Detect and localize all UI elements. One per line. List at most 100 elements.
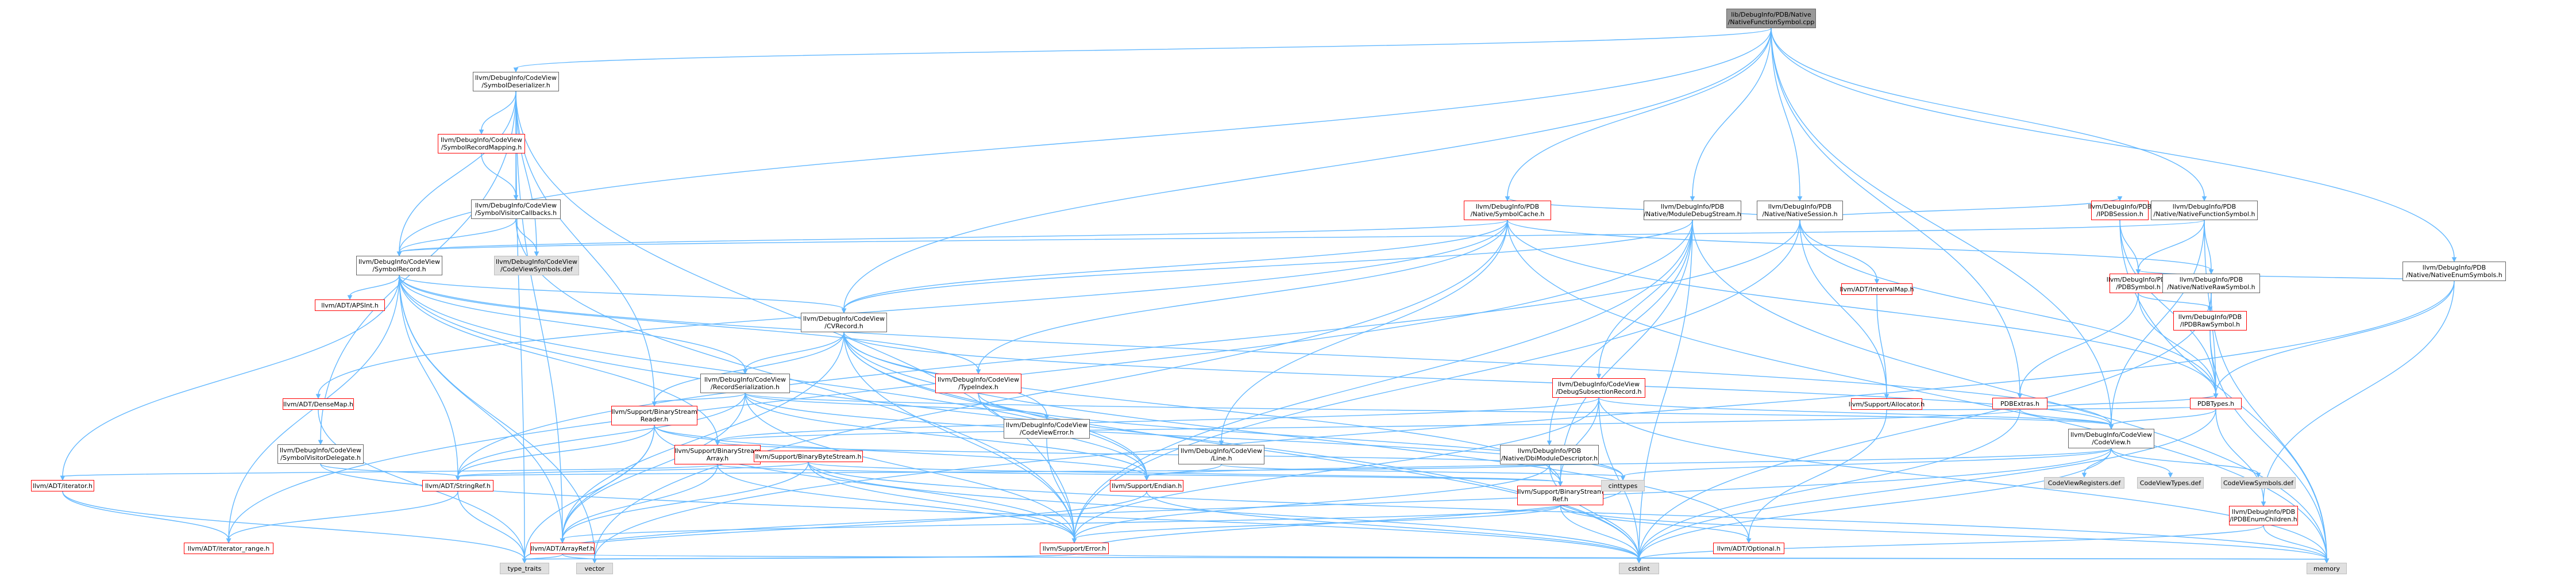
node-llvm-adt-arrayref-h[interactable]: llvm/ADT/ArrayRef.h: [530, 543, 595, 554]
node-label-line: llvm/Support/Error.h: [1042, 544, 1106, 552]
edge-arrowhead: [2201, 196, 2207, 202]
node-llvm-support-binarybytestream-h[interactable]: llvm/Support/BinaryByteStream.h: [754, 451, 863, 462]
node-llvm-adt-optional-h[interactable]: llvm/ADT/Optional.h: [1713, 543, 1784, 554]
edge-allocator-to-optional: [1748, 409, 1887, 540]
edge-root-to-nativefuncsym: [1771, 28, 2205, 198]
edge-cv_symdeser-to-type_traits: [515, 91, 525, 560]
node-llvm-debuginfo-pdb-pdbsymbol-h[interactable]: llvm/DebugInfo/PDB/PDBSymbol.h: [2107, 274, 2170, 293]
node-llvm-debuginfo-codeview-cvrecord-h[interactable]: llvm/DebugInfo/CodeView/CVRecord.h: [801, 313, 887, 332]
node-llvm-adt-iterator-range-h[interactable]: llvm/ADT/iterator_range.h: [184, 543, 273, 554]
edge-arrowhead: [1746, 538, 1752, 544]
node-label-line: llvm/DebugInfo/CodeView: [704, 376, 786, 383]
node-label-line: CodeViewRegisters.def: [2047, 479, 2121, 487]
edge-root-to-symbolcache: [1507, 28, 1772, 198]
node-label-line: llvm/ADT/StringRef.h: [425, 482, 491, 490]
edge-arrowhead: [1620, 475, 1626, 481]
node-llvm-debuginfo-codeview-typeindex-h[interactable]: llvm/DebugInfo/CodeView/TypeIndex.h: [935, 374, 1021, 393]
edge-codeview-to-cvsymbols2: [2111, 448, 2259, 474]
edge-error-to-memory: [1074, 554, 2327, 560]
edge-arrowhead: [1797, 196, 1803, 202]
node-label-line: /SymbolRecordMapping.h: [441, 144, 522, 151]
edge-arrowhead: [1144, 475, 1150, 481]
node-llvm-debuginfo-codeview-recordserialization-h[interactable]: llvm/DebugInfo/CodeView/RecordSerializat…: [700, 374, 790, 393]
node-label-line: /Line.h: [1210, 455, 1232, 462]
node-llvm-debuginfo-pdb-native-nativeenumsymbols-h[interactable]: llvm/DebugInfo/PDB/Native/NativeEnumSymb…: [2403, 262, 2506, 281]
edge-symbolcache-to-nativerawsym: [1507, 220, 2212, 271]
node-llvm-debuginfo-pdb-ipdbrawsymbol-h[interactable]: llvm/DebugInfo/PDB/IPDBRawSymbol.h: [2173, 311, 2247, 331]
edge-pdbsession-to-pdbtypes: [2119, 220, 2216, 395]
node-llvm-debuginfo-codeview-symboldeserializer-h[interactable]: llvm/DebugInfo/CodeView/SymbolDeserializ…: [473, 72, 559, 91]
node-llvm-debuginfo-pdb-ipdbenumchildren-h[interactable]: llvm/DebugInfo/PDB/IPDBEnumChildren.h: [2229, 506, 2298, 525]
node-pdbtypes-h[interactable]: PDBTypes.h: [2190, 398, 2242, 409]
node-llvm-adt-intervalmap-h[interactable]: llvm/ADT/IntervalMap.h: [1840, 283, 1914, 295]
node-llvm-adt-densemap-h[interactable]: llvm/ADT/DenseMap.h: [283, 398, 354, 410]
edge-cv_symdeser-to-cv_symrecord: [399, 91, 516, 253]
node-llvm-debuginfo-pdb-native-nativefunctionsymbol-h[interactable]: llvm/DebugInfo/PDB/Native/NativeFunction…: [2151, 201, 2258, 220]
edge-densemap-to-type_traits: [318, 409, 525, 560]
edge-bbstream-to-memory: [808, 462, 2327, 560]
edge-debugsubsection-to-bsref: [1560, 397, 1599, 483]
node-label-line: Ref.h: [1552, 495, 1568, 503]
node-llvm-debuginfo-codeview-debugsubsectionrecord-h[interactable]: llvm/DebugInfo/CodeView/DebugSubsectionR…: [1552, 378, 1645, 398]
node-llvm-debuginfo-pdb-native-moduledebugstream-h[interactable]: llvm/DebugInfo/PDB/Native/ModuleDebugStr…: [1644, 201, 1741, 220]
edge-cvrecord-to-arrayref: [562, 332, 844, 540]
edge-cv_symvisitcb-to-cv_symrecord: [399, 218, 516, 253]
node-label-line: vector: [584, 564, 605, 573]
node-llvm-debuginfo-codeview-symbolrecord-h[interactable]: llvm/DebugInfo/CodeView/SymbolRecord.h: [356, 256, 442, 275]
node-label-line: llvm/Support/Allocator.h: [1848, 400, 1925, 408]
node-llvm-debuginfo-pdb-native-symbolcache-h[interactable]: llvm/DebugInfo/PDB/Native/SymbolCache.h: [1464, 201, 1551, 220]
node-label-line: llvm/DebugInfo/CodeView: [2070, 431, 2153, 439]
node-llvm-debuginfo-codeview-codeview-h[interactable]: llvm/DebugInfo/CodeView/CodeView.h: [2068, 429, 2154, 448]
node-llvm-debuginfo-codeview-symbolvisitorcallbacks-h[interactable]: llvm/DebugInfo/CodeView/SymbolVisitorCal…: [471, 199, 561, 219]
node-llvm-debuginfo-codeview-symbolvisitordelegate-h[interactable]: llvm/DebugInfo/CodeView/SymbolVisitorDel…: [277, 444, 364, 464]
node-label-line: llvm/DebugInfo/PDB: [1475, 203, 1540, 210]
edge-root-to-nativeenumsym: [1771, 28, 2455, 259]
node-label-line: /TypeIndex.h: [958, 383, 998, 391]
node-llvm-debuginfo-pdb-ipdbsession-h[interactable]: llvm/DebugInfo/PDB/IPDBSession.h: [2088, 201, 2151, 220]
node-llvm-adt-stringref-h[interactable]: llvm/ADT/StringRef.h: [422, 480, 493, 491]
node-label-line: /SymbolVisitorCallbacks.h: [475, 209, 557, 217]
edge-cv_symdeser-to-cv_cvsymdef1: [515, 91, 537, 253]
edge-root-to-moddebugstream: [1692, 28, 1772, 198]
edge-dbimoddesc-to-error: [1074, 464, 1550, 540]
node-label-line: /CodeView.h: [2092, 439, 2131, 446]
edge-endian-to-cstdint: [1146, 491, 1640, 560]
node-llvm-debuginfo-codeview-codeviewerror-h[interactable]: llvm/DebugInfo/CodeView/CodeViewError.h: [1004, 419, 1090, 439]
node-llvm-debuginfo-pdb-native-nativesession-h[interactable]: llvm/DebugInfo/PDB/Native/NativeSession.…: [1757, 201, 1843, 220]
edge-bsref-to-memory: [1560, 505, 2327, 560]
node-llvm-debuginfo-codeview-line-h[interactable]: llvm/DebugInfo/CodeView/Line.h: [1178, 445, 1264, 464]
node-llvm-adt-apsint-h[interactable]: llvm/ADT/APSInt.h: [315, 299, 385, 311]
node-pdbextras-h[interactable]: PDBExtras.h: [1992, 398, 2047, 409]
node-label-line: llvm/ADT/DenseMap.h: [283, 400, 353, 408]
node-label-line: /DebugSubsectionRecord.h: [1556, 388, 1642, 395]
node-label-line: /IPDBSession.h: [2096, 210, 2143, 218]
edge-nativesession-to-pdbtypes: [1799, 220, 2216, 395]
node-llvm-support-endian-h[interactable]: llvm/Support/Endian.h: [1110, 480, 1183, 491]
node-llvm-adt-iterator-h[interactable]: llvm/ADT/iterator.h: [31, 480, 94, 491]
node-label-line: llvm/DebugInfo/CodeView: [280, 447, 362, 454]
edge-arrowhead: [396, 251, 402, 257]
edge-arrowhead: [2255, 472, 2261, 478]
edge-codeview-to-endian: [1146, 448, 2112, 477]
node-label-line: llvm/DebugInfo/PDB: [1660, 203, 1725, 210]
edge-pdbsymbol-to-pdbextras: [2019, 293, 2139, 395]
node-llvm-debuginfo-pdb-native-dbimoduledescriptor-h[interactable]: llvm/DebugInfo/PDB/Native/DbiModuleDescr…: [1500, 445, 1599, 464]
edge-recser-to-codeview: [745, 393, 2112, 426]
edge-pdbextras-to-cstdint: [1638, 409, 2020, 560]
edge-moddebugstream-to-bsref: [1560, 220, 1693, 483]
node-label-line: /Native/NativeFunctionSymbol.h: [2153, 210, 2255, 218]
edge-pdbtypes-to-codeview: [2111, 409, 2216, 426]
node-lib-debuginfo-pdb-native-nativefunctionsymbol-cpp[interactable]: lib/DebugInfo/PDB/Native/NativeFunctionS…: [1726, 9, 1816, 28]
node-llvm-debuginfo-codeview-symbolrecordmapping-h[interactable]: llvm/DebugInfo/CodeView/SymbolRecordMapp…: [438, 134, 525, 153]
node-label-line: Array.h: [706, 455, 729, 462]
edge-bsreader-to-endian: [654, 425, 1147, 477]
edge-dbimoddesc-to-cstdint: [1549, 464, 1640, 560]
node-llvm-debuginfo-pdb-native-nativerawsymbol-h[interactable]: llvm/DebugInfo/PDB/Native/NativeRawSymbo…: [2162, 274, 2260, 293]
edge-arrowhead: [841, 308, 847, 314]
node-llvm-support-allocator-h[interactable]: llvm/Support/Allocator.h: [1848, 398, 1925, 410]
node-llvm-support-error-h[interactable]: llvm/Support/Error.h: [1040, 543, 1109, 554]
